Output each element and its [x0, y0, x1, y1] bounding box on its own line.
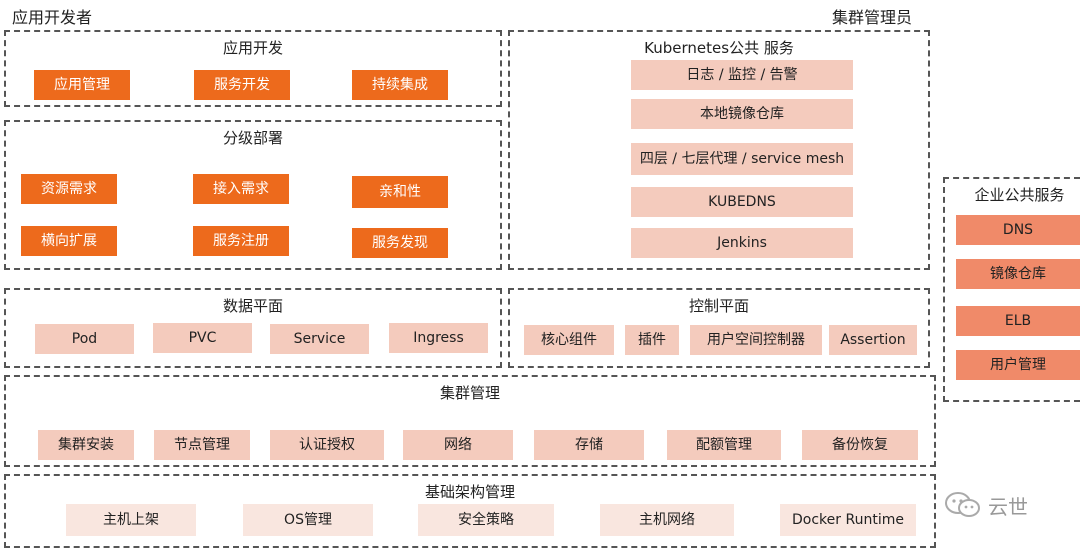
wechat-icon [945, 492, 980, 517]
control-plane-panel: 控制平面 核心组件 插件 用户空间控制器 Assertion [508, 288, 930, 368]
infrastructure-item: Docker Runtime [780, 504, 916, 536]
infrastructure-item: 安全策略 [418, 504, 554, 536]
infrastructure-item: 主机上架 [66, 504, 196, 536]
enterprise-title: 企业公共服务 [974, 186, 1065, 204]
k8s-title: Kubernetes公共 服务 [644, 39, 794, 57]
infrastructure-title: 基础架构管理 [424, 483, 515, 501]
data-plane-item: PVC [153, 323, 252, 353]
cluster-management-item: 认证授权 [270, 430, 384, 460]
enterprise-service-item: 镜像仓库 [956, 259, 1080, 289]
data-plane-item: Service [270, 324, 369, 354]
cluster-management-item: 存储 [534, 430, 644, 460]
infrastructure-item: 主机网络 [600, 504, 734, 536]
deploy-item: 服务注册 [193, 226, 289, 256]
k8s-service-item: Jenkins [631, 228, 853, 258]
k8s-service-item: 本地镜像仓库 [631, 99, 853, 129]
deploy-item: 服务发现 [352, 228, 448, 258]
k8s-service-item: 四层 / 七层代理 / service mesh [631, 143, 853, 175]
enterprise-services-panel: 企业公共服务 DNS 镜像仓库 ELB 用户管理 [943, 177, 1080, 402]
infrastructure-item: OS管理 [243, 504, 373, 536]
data-plane-item: Ingress [389, 323, 488, 353]
deploy-item: 资源需求 [21, 174, 117, 204]
enterprise-service-item: DNS [956, 215, 1080, 245]
app-dev-item: 服务开发 [194, 70, 290, 100]
watermark-text: 云世 [988, 494, 1028, 519]
control-plane-item: 核心组件 [524, 325, 614, 355]
deploy-item: 亲和性 [352, 176, 448, 208]
k8s-service-item: 日志 / 监控 / 告警 [631, 60, 853, 90]
deploy-item: 横向扩展 [21, 226, 117, 256]
deploy-panel: 分级部署 资源需求 接入需求 亲和性 横向扩展 服务注册 服务发现 [4, 120, 502, 270]
app-dev-item: 持续集成 [352, 70, 448, 100]
app-dev-panel: 应用开发 应用管理 服务开发 持续集成 [4, 30, 502, 107]
cluster-management-item: 配额管理 [667, 430, 781, 460]
cluster-management-item: 节点管理 [154, 430, 250, 460]
control-plane-item: 用户空间控制器 [690, 325, 822, 355]
data-plane-title: 数据平面 [222, 297, 283, 315]
cluster-management-item: 集群安装 [38, 430, 134, 460]
enterprise-service-item: ELB [956, 306, 1080, 336]
role-developer-label: 应用开发者 [12, 8, 93, 27]
app-dev-item: 应用管理 [34, 70, 130, 100]
k8s-public-services-panel: Kubernetes公共 服务 日志 / 监控 / 告警 本地镜像仓库 四层 /… [508, 30, 930, 270]
cluster-management-title: 集群管理 [439, 384, 500, 402]
control-plane-item: 插件 [625, 325, 679, 355]
cluster-management-item: 网络 [403, 430, 513, 460]
control-plane-title: 控制平面 [688, 297, 749, 315]
app-dev-title: 应用开发 [222, 39, 283, 57]
data-plane-panel: 数据平面 Pod PVC Service Ingress [4, 288, 502, 368]
cluster-management-panel: 集群管理 集群安装 节点管理 认证授权 网络 存储 配额管理 备份恢复 [4, 375, 936, 467]
infrastructure-management-panel: 基础架构管理 主机上架 OS管理 安全策略 主机网络 Docker Runtim… [4, 474, 936, 548]
data-plane-item: Pod [35, 324, 134, 354]
enterprise-service-item: 用户管理 [956, 350, 1080, 380]
role-admin-label: 集群管理员 [832, 8, 913, 27]
k8s-service-item: KUBEDNS [631, 187, 853, 217]
deploy-item: 接入需求 [193, 174, 289, 204]
cluster-management-item: 备份恢复 [802, 430, 918, 460]
deploy-title: 分级部署 [222, 129, 283, 147]
watermark: 云世 [944, 490, 1054, 520]
control-plane-item: Assertion [829, 325, 917, 355]
